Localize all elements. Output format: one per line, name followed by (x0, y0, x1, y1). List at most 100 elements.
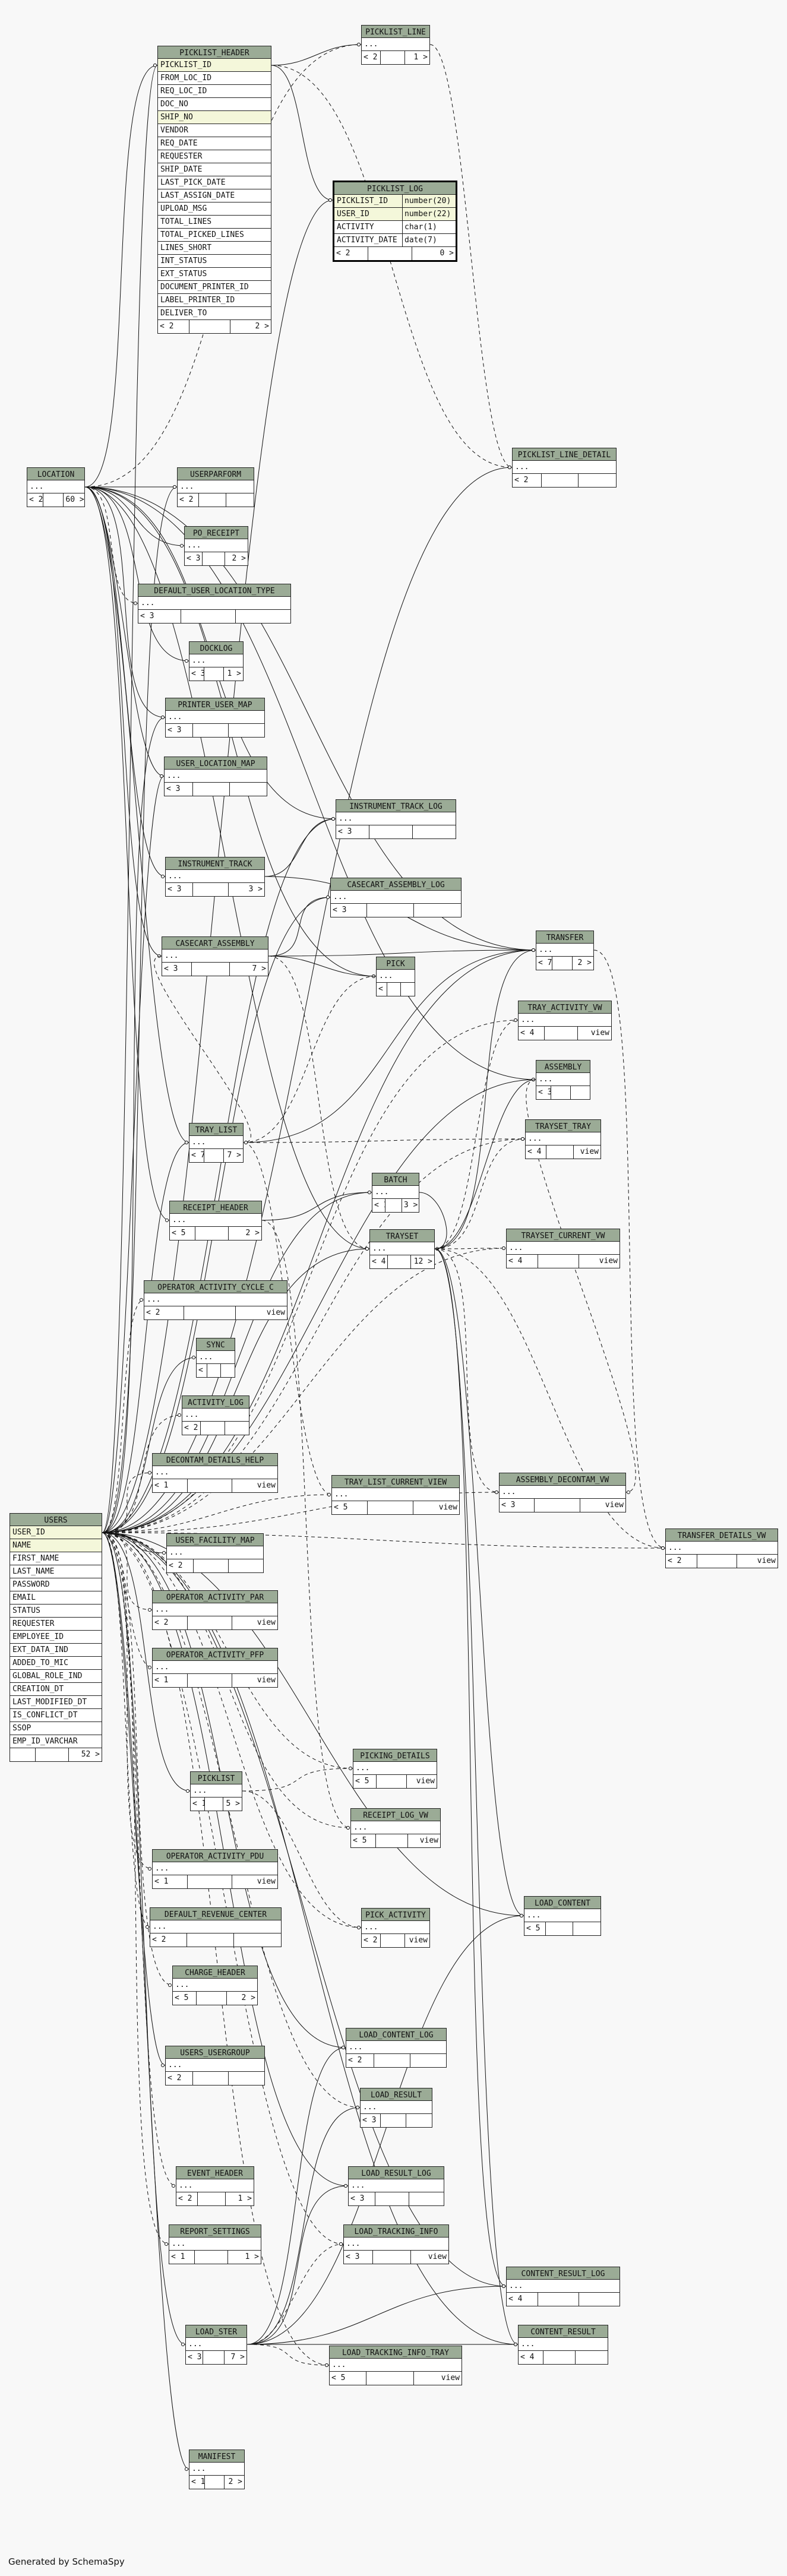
table-title[interactable]: PICK_ACTIVITY (362, 1909, 429, 1921)
table-title[interactable]: PICKLIST_LINE_DETAIL (513, 448, 616, 461)
table-title[interactable]: TRAYSET_CURRENT_VW (507, 1229, 620, 1242)
table-pick[interactable]: PICK...< 4 (376, 957, 415, 996)
table-assembly[interactable]: ASSEMBLY...< 3 (536, 1060, 590, 1100)
table-title[interactable]: OPERATOR_ACTIVITY_PDU (153, 1850, 277, 1862)
table-title[interactable]: PICKLIST_LINE (362, 26, 429, 38)
table-title[interactable]: LOAD_TRACKING_INFO_TRAY (330, 2346, 462, 2359)
table-printer-user-map[interactable]: PRINTER_USER_MAP...< 3 (165, 698, 265, 738)
table-load-content-log[interactable]: LOAD_CONTENT_LOG...< 2 (346, 2028, 447, 2068)
table-title[interactable]: USERS_USERGROUP (166, 2046, 264, 2059)
table-title[interactable]: DECONTAM_DETAILS_HELP (153, 1454, 277, 1466)
table-activity-log[interactable]: ACTIVITY_LOG...< 2 (182, 1395, 249, 1435)
table-title[interactable]: ASSEMBLY (536, 1061, 590, 1073)
table-batch[interactable]: BATCH...< 13 > (372, 1173, 419, 1213)
table-title[interactable]: DEFAULT_REVENUE_CENTER (150, 1908, 281, 1920)
table-title[interactable]: LOAD_TRACKING_INFO (344, 2225, 448, 2238)
table-title[interactable]: INSTRUMENT_TRACK_LOG (336, 800, 456, 812)
table-title[interactable]: ACTIVITY_LOG (182, 1396, 249, 1409)
table-title[interactable]: RECEIPT_HEADER (170, 1201, 261, 1214)
table-title[interactable]: TRANSFER (536, 931, 593, 944)
table-title[interactable]: TRAY_LIST_CURRENT_VIEW (332, 1476, 459, 1488)
table-picklist[interactable]: PICKLIST...< 15 > (190, 1771, 242, 1811)
table-title[interactable]: OPERATOR_ACTIVITY_PAR (153, 1591, 277, 1603)
table-title[interactable]: PICKING_DETAILS (353, 1749, 437, 1762)
table-content-result-log[interactable]: CONTENT_RESULT_LOG...< 4 (506, 2267, 620, 2306)
table-title[interactable]: LOAD_RESULT (361, 2088, 432, 2101)
table-load-result[interactable]: LOAD_RESULT...< 3 (360, 2088, 432, 2128)
table-title[interactable]: ASSEMBLY_DECONTAM_VW (500, 1473, 625, 1486)
table-title[interactable]: OPERATOR_ACTIVITY_CYCLE_C (144, 1281, 287, 1293)
table-title[interactable]: CASECART_ASSEMBLY (162, 937, 268, 950)
table-load-content[interactable]: LOAD_CONTENT...< 5 (524, 1896, 601, 1936)
table-title[interactable]: PICKLIST_LOG (334, 182, 456, 195)
table-title[interactable]: LOCATION (27, 468, 84, 480)
table-title[interactable]: PICKLIST (191, 1772, 242, 1784)
table-title[interactable]: PICK (377, 957, 415, 970)
table-title[interactable]: TRAY_LIST (189, 1124, 243, 1136)
table-casecart-assembly-log[interactable]: CASECART_ASSEMBLY_LOG...< 3 (330, 878, 462, 917)
table-title[interactable]: LOAD_RESULT_LOG (349, 2167, 444, 2179)
table-title[interactable]: TRAYSET (370, 1230, 434, 1242)
table-default-user-location-type[interactable]: DEFAULT_USER_LOCATION_TYPE...< 3 (138, 584, 291, 624)
table-title[interactable]: CONTENT_RESULT_LOG (507, 2267, 620, 2280)
table-title[interactable]: USERPARFORM (178, 468, 254, 480)
table-user-facility-map[interactable]: USER_FACILITY_MAP...< 2 (166, 1533, 264, 1573)
table-title[interactable]: TRAY_ACTIVITY_VW (519, 1001, 611, 1014)
table-title[interactable]: LOAD_CONTENT (524, 1897, 600, 1909)
table-title[interactable]: PO_RECEIPT (185, 527, 248, 539)
table-title[interactable]: DOCKLOG (189, 642, 243, 654)
table-title[interactable]: DEFAULT_USER_LOCATION_TYPE (138, 584, 290, 597)
table-title[interactable]: BATCH (372, 1173, 419, 1186)
table-content-result[interactable]: CONTENT_RESULT...< 4 (518, 2325, 608, 2365)
table-picklist-line-detail[interactable]: PICKLIST_LINE_DETAIL...< 2 (512, 448, 617, 488)
table-title[interactable]: INSTRUMENT_TRACK (166, 857, 264, 870)
table-user-location-map[interactable]: USER_LOCATION_MAP...< 3 (164, 757, 267, 796)
table-instrument-track-log[interactable]: INSTRUMENT_TRACK_LOG...< 3 (336, 799, 456, 839)
table-title[interactable]: PRINTER_USER_MAP (166, 698, 264, 711)
table-title[interactable]: USER_LOCATION_MAP (165, 757, 267, 770)
table-title[interactable]: OPERATOR_ACTIVITY_PFP (153, 1648, 277, 1661)
table-title[interactable]: PICKLIST_HEADER (158, 46, 271, 59)
table-title[interactable]: RECEIPT_LOG_VW (351, 1809, 440, 1821)
table-title[interactable]: LOAD_CONTENT_LOG (346, 2028, 446, 2041)
table-userparform[interactable]: USERPARFORM...< 2 (177, 467, 254, 507)
table-title[interactable]: CHARGE_HEADER (173, 1966, 257, 1979)
table-sync[interactable]: SYNC...< 1 (196, 1338, 235, 1378)
table-title[interactable]: REPORT_SETTINGS (169, 2225, 261, 2238)
table-title[interactable]: CONTENT_RESULT (519, 2325, 608, 2338)
table-users-usergroup[interactable]: USERS_USERGROUP...< 2 (165, 2046, 265, 2086)
table-title[interactable]: TRAYSET_TRAY (526, 1120, 600, 1132)
table-title[interactable]: USERS (10, 1514, 102, 1526)
